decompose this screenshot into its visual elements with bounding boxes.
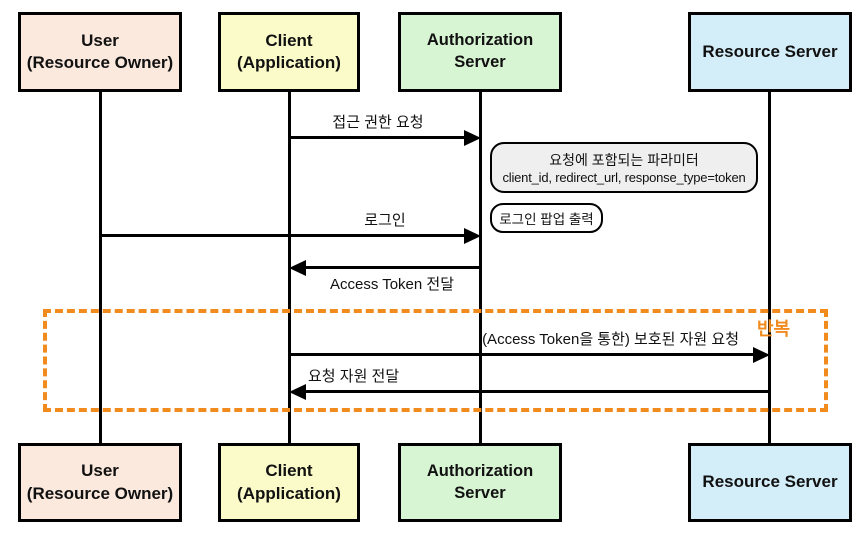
message-label-resource-delivery: 요청 자원 전달	[308, 368, 400, 385]
arrow-line	[302, 266, 480, 269]
actor-label-resource-server: Resource Server	[702, 472, 838, 492]
loop-repeat-box	[43, 309, 828, 412]
arrowhead-right-icon	[464, 228, 481, 244]
arrowhead-right-icon	[464, 130, 481, 146]
actor-label-user-line1: User	[81, 30, 119, 50]
loop-repeat-label: 반복	[757, 319, 791, 339]
actor-label-auth-server: Authorization Server	[426, 31, 534, 71]
note-login-popup-text: 로그인 팝업 출력	[499, 212, 594, 227]
actor-box-user-bottom: User (Resource Owner)	[18, 443, 182, 522]
actor-label-client-line1: Client	[265, 461, 313, 481]
arrow-line	[100, 234, 468, 237]
actor-label-resource-server: Resource Server	[702, 41, 838, 61]
actor-box-client-top: Client (Application)	[218, 12, 360, 92]
message-label-login: 로그인	[364, 212, 406, 229]
actor-box-client-bottom: Client (Application)	[218, 443, 360, 522]
note-login-popup: 로그인 팝업 출력	[490, 203, 603, 233]
actor-box-resource-server-bottom: Resource Server	[688, 443, 852, 522]
arrow-line	[290, 353, 757, 356]
arrowhead-left-icon	[289, 260, 306, 276]
actor-label-client-line2: (Application)	[237, 53, 341, 72]
message-label-access-request: 접근 권한 요청	[332, 114, 424, 131]
actor-label-user-line2: (Resource Owner)	[26, 53, 174, 72]
actor-box-auth-server-top: Authorization Server	[398, 12, 562, 92]
actor-label-user-line1: User	[81, 461, 119, 481]
arrow-line	[302, 390, 769, 393]
actor-label-user-line2: (Resource Owner)	[26, 483, 174, 503]
actor-box-auth-server-bottom: Authorization Server	[398, 443, 562, 522]
lifeline-auth-server	[479, 92, 482, 443]
arrowhead-right-icon	[753, 347, 770, 363]
arrow-line	[290, 136, 468, 139]
lifeline-user	[99, 92, 102, 443]
arrowhead-left-icon	[289, 384, 306, 400]
message-label-access-token-delivery: Access Token 전달	[329, 276, 455, 293]
lifeline-resource-server	[768, 92, 771, 443]
note-request-parameters-body: client_id, redirect_url, response_type=t…	[502, 170, 746, 185]
actor-box-resource-server-top: Resource Server	[688, 12, 852, 92]
actor-box-user-top: User (Resource Owner)	[18, 12, 182, 92]
message-label-protected-resource-request: (Access Token을 통한) 보호된 자원 요청	[482, 331, 739, 348]
actor-label-client-line1: Client	[265, 30, 313, 50]
note-request-parameters: 요청에 포함되는 파라미터 client_id, redirect_url, r…	[490, 142, 758, 193]
actor-label-auth-server: Authorization Server	[426, 461, 534, 502]
note-request-parameters-title: 요청에 포함되는 파라미터	[549, 152, 699, 168]
actor-label-client-line2: (Application)	[237, 483, 341, 503]
